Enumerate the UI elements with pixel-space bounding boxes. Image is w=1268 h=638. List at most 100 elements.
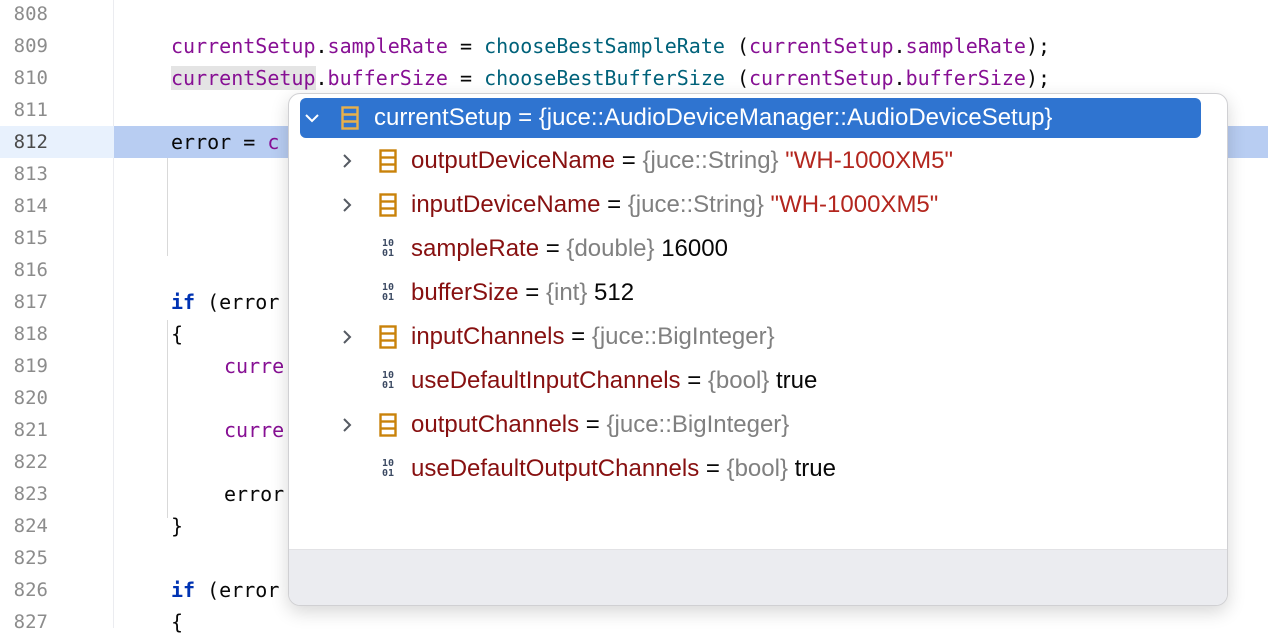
code-line[interactable]: 814 bbox=[0, 190, 1268, 222]
code-text: { bbox=[171, 318, 183, 350]
chevron-right-icon[interactable] bbox=[337, 317, 357, 357]
line-number: 824 bbox=[13, 515, 48, 537]
tree-row[interactable]: inputChannels = {juce::BigInteger} bbox=[289, 317, 1227, 357]
code-line[interactable]: 818 { bbox=[0, 318, 1268, 350]
chevron-right-icon[interactable] bbox=[337, 141, 357, 181]
code-token: sampleRate bbox=[327, 34, 448, 58]
code-token: if bbox=[171, 578, 196, 602]
code-line[interactable]: 827 { bbox=[0, 606, 1268, 638]
variable-name: sampleRate bbox=[411, 235, 540, 262]
line-number: 825 bbox=[13, 547, 48, 569]
line-number: 818 bbox=[13, 323, 48, 345]
code-token: ); bbox=[1025, 34, 1051, 58]
equals-sign: = bbox=[600, 191, 628, 218]
line-number: 814 bbox=[13, 195, 48, 217]
variable-value: "WH-1000XM5" bbox=[770, 191, 939, 218]
code-token: error bbox=[171, 130, 232, 154]
chevron-down-icon[interactable] bbox=[302, 98, 322, 138]
code-token: = bbox=[231, 130, 268, 154]
code-line[interactable]: 815 bbox=[0, 222, 1268, 254]
code-token: = bbox=[447, 34, 485, 58]
code-token: . bbox=[315, 34, 328, 58]
binary-glyph-line: 10 bbox=[381, 370, 395, 381]
binary-glyph-line: 01 bbox=[381, 292, 395, 303]
equals-sign: = bbox=[579, 411, 607, 438]
code-text: currentSetup.bufferSize = chooseBestBuff… bbox=[171, 62, 1050, 94]
variable-value: true bbox=[794, 455, 836, 482]
line-number: 819 bbox=[13, 355, 48, 377]
code-area: { bbox=[114, 606, 1268, 638]
code-token: currentSetup bbox=[749, 34, 894, 58]
variable-label: outputChannels = {juce::BigInteger} bbox=[411, 405, 789, 445]
code-token: } bbox=[171, 514, 184, 538]
code-line[interactable]: 813 bbox=[0, 158, 1268, 190]
code-line[interactable]: 820 bbox=[0, 382, 1268, 414]
variable-name: inputChannels bbox=[411, 323, 565, 350]
code-token: { bbox=[171, 322, 184, 346]
code-area bbox=[114, 0, 1268, 30]
code-line[interactable]: 825 bbox=[0, 542, 1268, 574]
variable-label: useDefaultOutputChannels = {bool} true bbox=[411, 449, 836, 489]
binary-glyph-line: 01 bbox=[381, 380, 395, 391]
struct-icon bbox=[377, 405, 399, 445]
code-token: (error bbox=[195, 290, 280, 314]
indent-guide bbox=[167, 158, 168, 256]
code-line[interactable]: 808 bbox=[0, 0, 1268, 30]
chevron-right-icon[interactable] bbox=[337, 185, 357, 225]
variable-type: {juce::BigInteger} bbox=[606, 411, 790, 438]
code-token: = bbox=[447, 66, 485, 90]
code-line[interactable]: 811 bbox=[0, 94, 1268, 126]
equals-sign: = bbox=[539, 235, 567, 262]
line-number: 822 bbox=[13, 451, 48, 473]
variable-label: bufferSize = {int} 512 bbox=[411, 273, 634, 313]
equals-sign: = bbox=[699, 455, 727, 482]
code-line[interactable]: 824} bbox=[0, 510, 1268, 542]
equals-sign: = bbox=[518, 279, 546, 306]
code-token: . bbox=[315, 66, 328, 90]
root-name: currentSetup bbox=[374, 104, 512, 131]
chevron-right-icon[interactable] bbox=[337, 405, 357, 445]
equals-sign: = bbox=[615, 147, 643, 174]
variable-type: {juce::BigInteger} bbox=[591, 323, 775, 350]
variable-type: {double} bbox=[566, 235, 655, 262]
code-line[interactable]: 822 bbox=[0, 446, 1268, 478]
variable-name: outputChannels bbox=[411, 411, 580, 438]
code-text: currentSetup.sampleRate = chooseBestSamp… bbox=[171, 30, 1050, 62]
code-text: { bbox=[171, 606, 183, 638]
code-token: curre bbox=[224, 354, 285, 378]
code-line[interactable]: 819 curre bbox=[0, 350, 1268, 382]
code-area: currentSetup.bufferSize = chooseBestBuff… bbox=[114, 62, 1268, 94]
equals-sign: = bbox=[564, 323, 592, 350]
line-number: 827 bbox=[13, 611, 48, 633]
code-line[interactable]: 810 currentSetup.bufferSize = chooseBestB… bbox=[0, 62, 1268, 94]
binary-glyph-line: 10 bbox=[381, 282, 395, 293]
code-token: bufferSize bbox=[327, 66, 448, 90]
code-line[interactable]: 816 bbox=[0, 254, 1268, 286]
code-text: curre bbox=[224, 350, 284, 382]
line-number: 811 bbox=[13, 99, 48, 121]
popup-footer bbox=[289, 549, 1227, 605]
tree-row-root[interactable]: currentSetup = {juce::AudioDeviceManager… bbox=[300, 98, 1201, 138]
line-number: 823 bbox=[13, 483, 48, 505]
tree-row[interactable]: outputChannels = {juce::BigInteger} bbox=[289, 405, 1227, 445]
tree-row[interactable]: inputDeviceName = {juce::String} "WH-100… bbox=[289, 185, 1227, 225]
line-number: 810 bbox=[13, 67, 48, 89]
code-token: chooseBestBufferSize bbox=[484, 66, 725, 90]
variable-label: inputChannels = {juce::BigInteger} bbox=[411, 317, 775, 357]
line-number: 826 bbox=[13, 579, 48, 601]
tree-row[interactable]: outputDeviceName = {juce::String} "WH-10… bbox=[289, 141, 1227, 181]
equals-sign: = bbox=[680, 367, 708, 394]
struct-icon bbox=[377, 141, 399, 181]
variable-type: {bool} bbox=[726, 455, 788, 482]
